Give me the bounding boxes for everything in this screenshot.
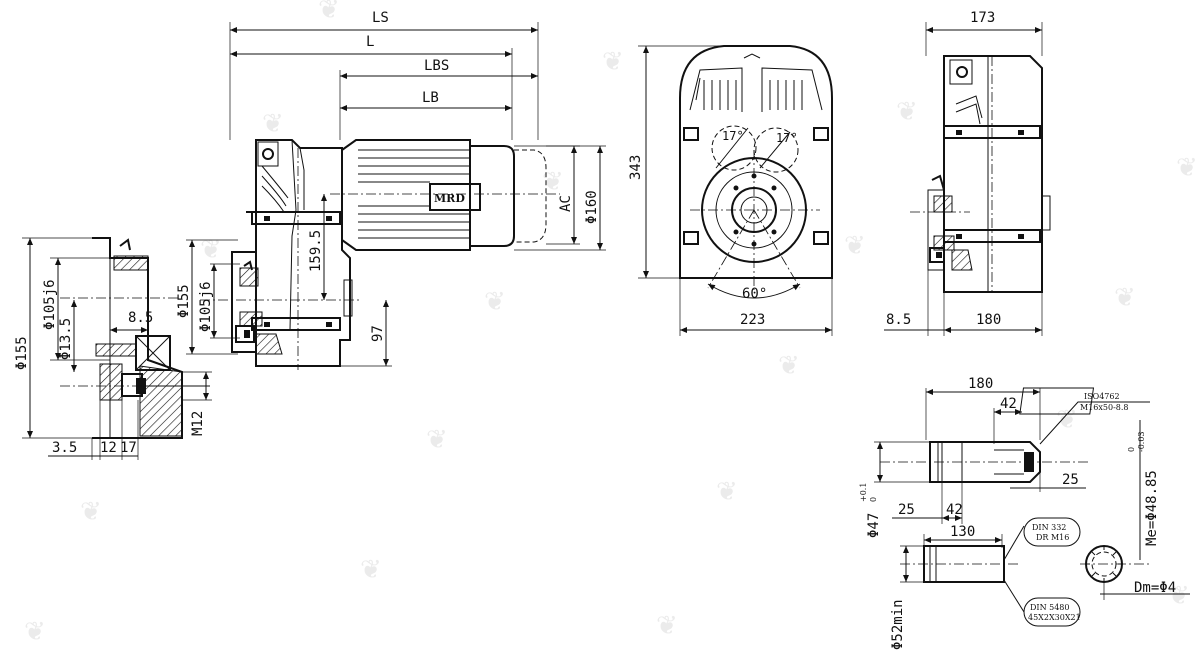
side-dim-173: 173: [970, 10, 995, 26]
shaft-tol-high: +0.1: [859, 483, 868, 502]
side-dim-180: 180: [976, 312, 1001, 328]
left-dim-8-5: 8.5: [128, 310, 153, 326]
side-elevation-view: LS L LBS LB: [176, 10, 606, 370]
shaft-dim-42-top: 42: [1000, 396, 1017, 412]
shaft-dim-25-left: 25: [898, 502, 915, 518]
leaf-watermark-icon: ❦: [318, 0, 340, 25]
din332-line-1: DIN 332: [1032, 523, 1066, 532]
front-rib-marks: [703, 80, 803, 110]
solid-shaft-detail: 180 42 ISO4762 M16x50-8.8 25 Me=Φ48.85 0…: [859, 376, 1160, 560]
leaf-watermark-icon: ❦: [24, 617, 46, 647]
leaf-watermark-icon: ❦: [602, 47, 624, 77]
leaf-watermark-icon: ❦: [778, 351, 800, 381]
side-dim-155: Φ155: [176, 284, 192, 318]
leaf-watermark-icon: ❦: [656, 611, 678, 641]
dim-ls: LS: [372, 10, 389, 26]
left-dim-3-5: 3.5: [52, 440, 77, 456]
leaf-watermark-icon: ❦: [80, 497, 102, 527]
iso-line-1: ISO4762: [1084, 392, 1120, 401]
watermark-layer: ❦ ❦ ❦ ❦ ❦ ❦ ❦ ❦ ❦ ❦ ❦ ❦ ❦ ❦ ❦ ❦ ❦ ❦ ❦: [24, 0, 1198, 647]
dim-lbs: LBS: [424, 58, 449, 74]
leaf-watermark-icon: ❦: [360, 555, 382, 585]
leaf-watermark-icon: ❦: [716, 477, 738, 507]
leaf-watermark-icon: ❦: [262, 109, 284, 139]
front-angle-17-a: 17°: [722, 129, 744, 143]
leaf-watermark-icon: ❦: [426, 425, 448, 455]
leaf-watermark-icon: ❦: [844, 231, 866, 261]
leaf-watermark-icon: ❦: [484, 287, 506, 317]
shaft-me-tol-low: -0.03: [1137, 431, 1146, 452]
dim-motor-dia: Φ160: [584, 190, 600, 224]
left-dim-12: 12: [100, 440, 117, 456]
hollow-dim-130: 130: [950, 524, 975, 540]
shaft-dim-180: 180: [968, 376, 993, 392]
leaf-watermark-icon: ❦: [896, 97, 918, 127]
dim-center-height: 159.5: [308, 230, 324, 272]
left-dim-m12: M12: [190, 411, 206, 436]
shaft-dim-42-bottom: 42: [946, 502, 963, 518]
din5480-line-2: 45X2X30X21: [1028, 613, 1081, 622]
side-dim-8-5: 8.5: [886, 312, 911, 328]
leaf-watermark-icon: ❦: [1114, 283, 1136, 313]
flange-detail-view: Φ155 Φ105j6 Φ13.5 8.5 3.5 12 17 M12: [14, 237, 212, 460]
hollow-shaft-detail: 130 DIN 332 DR M16 DIN 5480 45X2X30X21 D…: [890, 517, 1190, 650]
din332-line-2: DR M16: [1036, 533, 1069, 542]
dim-lb: LB: [422, 90, 439, 106]
left-dim-155: Φ155: [14, 336, 30, 370]
left-dim-105j6: Φ105j6: [42, 279, 58, 330]
side-dim-105j6: Φ105j6: [198, 281, 214, 332]
right-side-view: 173 8.5 180: [884, 10, 1051, 336]
leaf-watermark-icon: ❦: [1056, 405, 1078, 435]
shaft-me-value: Me=Φ48.85: [1144, 470, 1160, 546]
brand-label: MRD: [434, 192, 465, 205]
leaf-watermark-icon: ❦: [200, 235, 222, 265]
left-dim-17: 17: [120, 440, 137, 456]
iso-line-2: M16x50-8.8: [1080, 403, 1129, 412]
front-dim-223: 223: [740, 312, 765, 328]
front-view: 17° 17° 60° 343 223: [628, 45, 833, 336]
front-angle-17-b: 17°: [776, 131, 798, 145]
shaft-tol-low: 0: [869, 497, 878, 502]
shaft-me-tol-high: 0: [1127, 447, 1136, 452]
shaft-dim-25-right: 25: [1062, 472, 1079, 488]
din5480-line-1: DIN 5480: [1030, 603, 1069, 612]
dim-shaft-offset: 97: [370, 325, 386, 342]
brand-plate: [429, 183, 481, 211]
front-dim-343: 343: [628, 155, 644, 180]
front-angle-60: 60°: [742, 286, 767, 302]
left-dim-13-5: Φ13.5: [58, 318, 74, 360]
dim-ac: AC: [558, 195, 574, 212]
leaf-watermark-icon: ❦: [1168, 581, 1190, 611]
spline-dm: Dm=Φ4: [1134, 580, 1176, 596]
shaft-dim-47: Φ47: [866, 513, 882, 538]
dim-l: L: [366, 34, 374, 50]
leaf-watermark-icon: ❦: [1176, 153, 1198, 183]
motor-cooling-fins: [358, 149, 470, 239]
leaf-watermark-icon: ❦: [542, 167, 564, 197]
hollow-dim-52min: Φ52min: [890, 599, 906, 650]
